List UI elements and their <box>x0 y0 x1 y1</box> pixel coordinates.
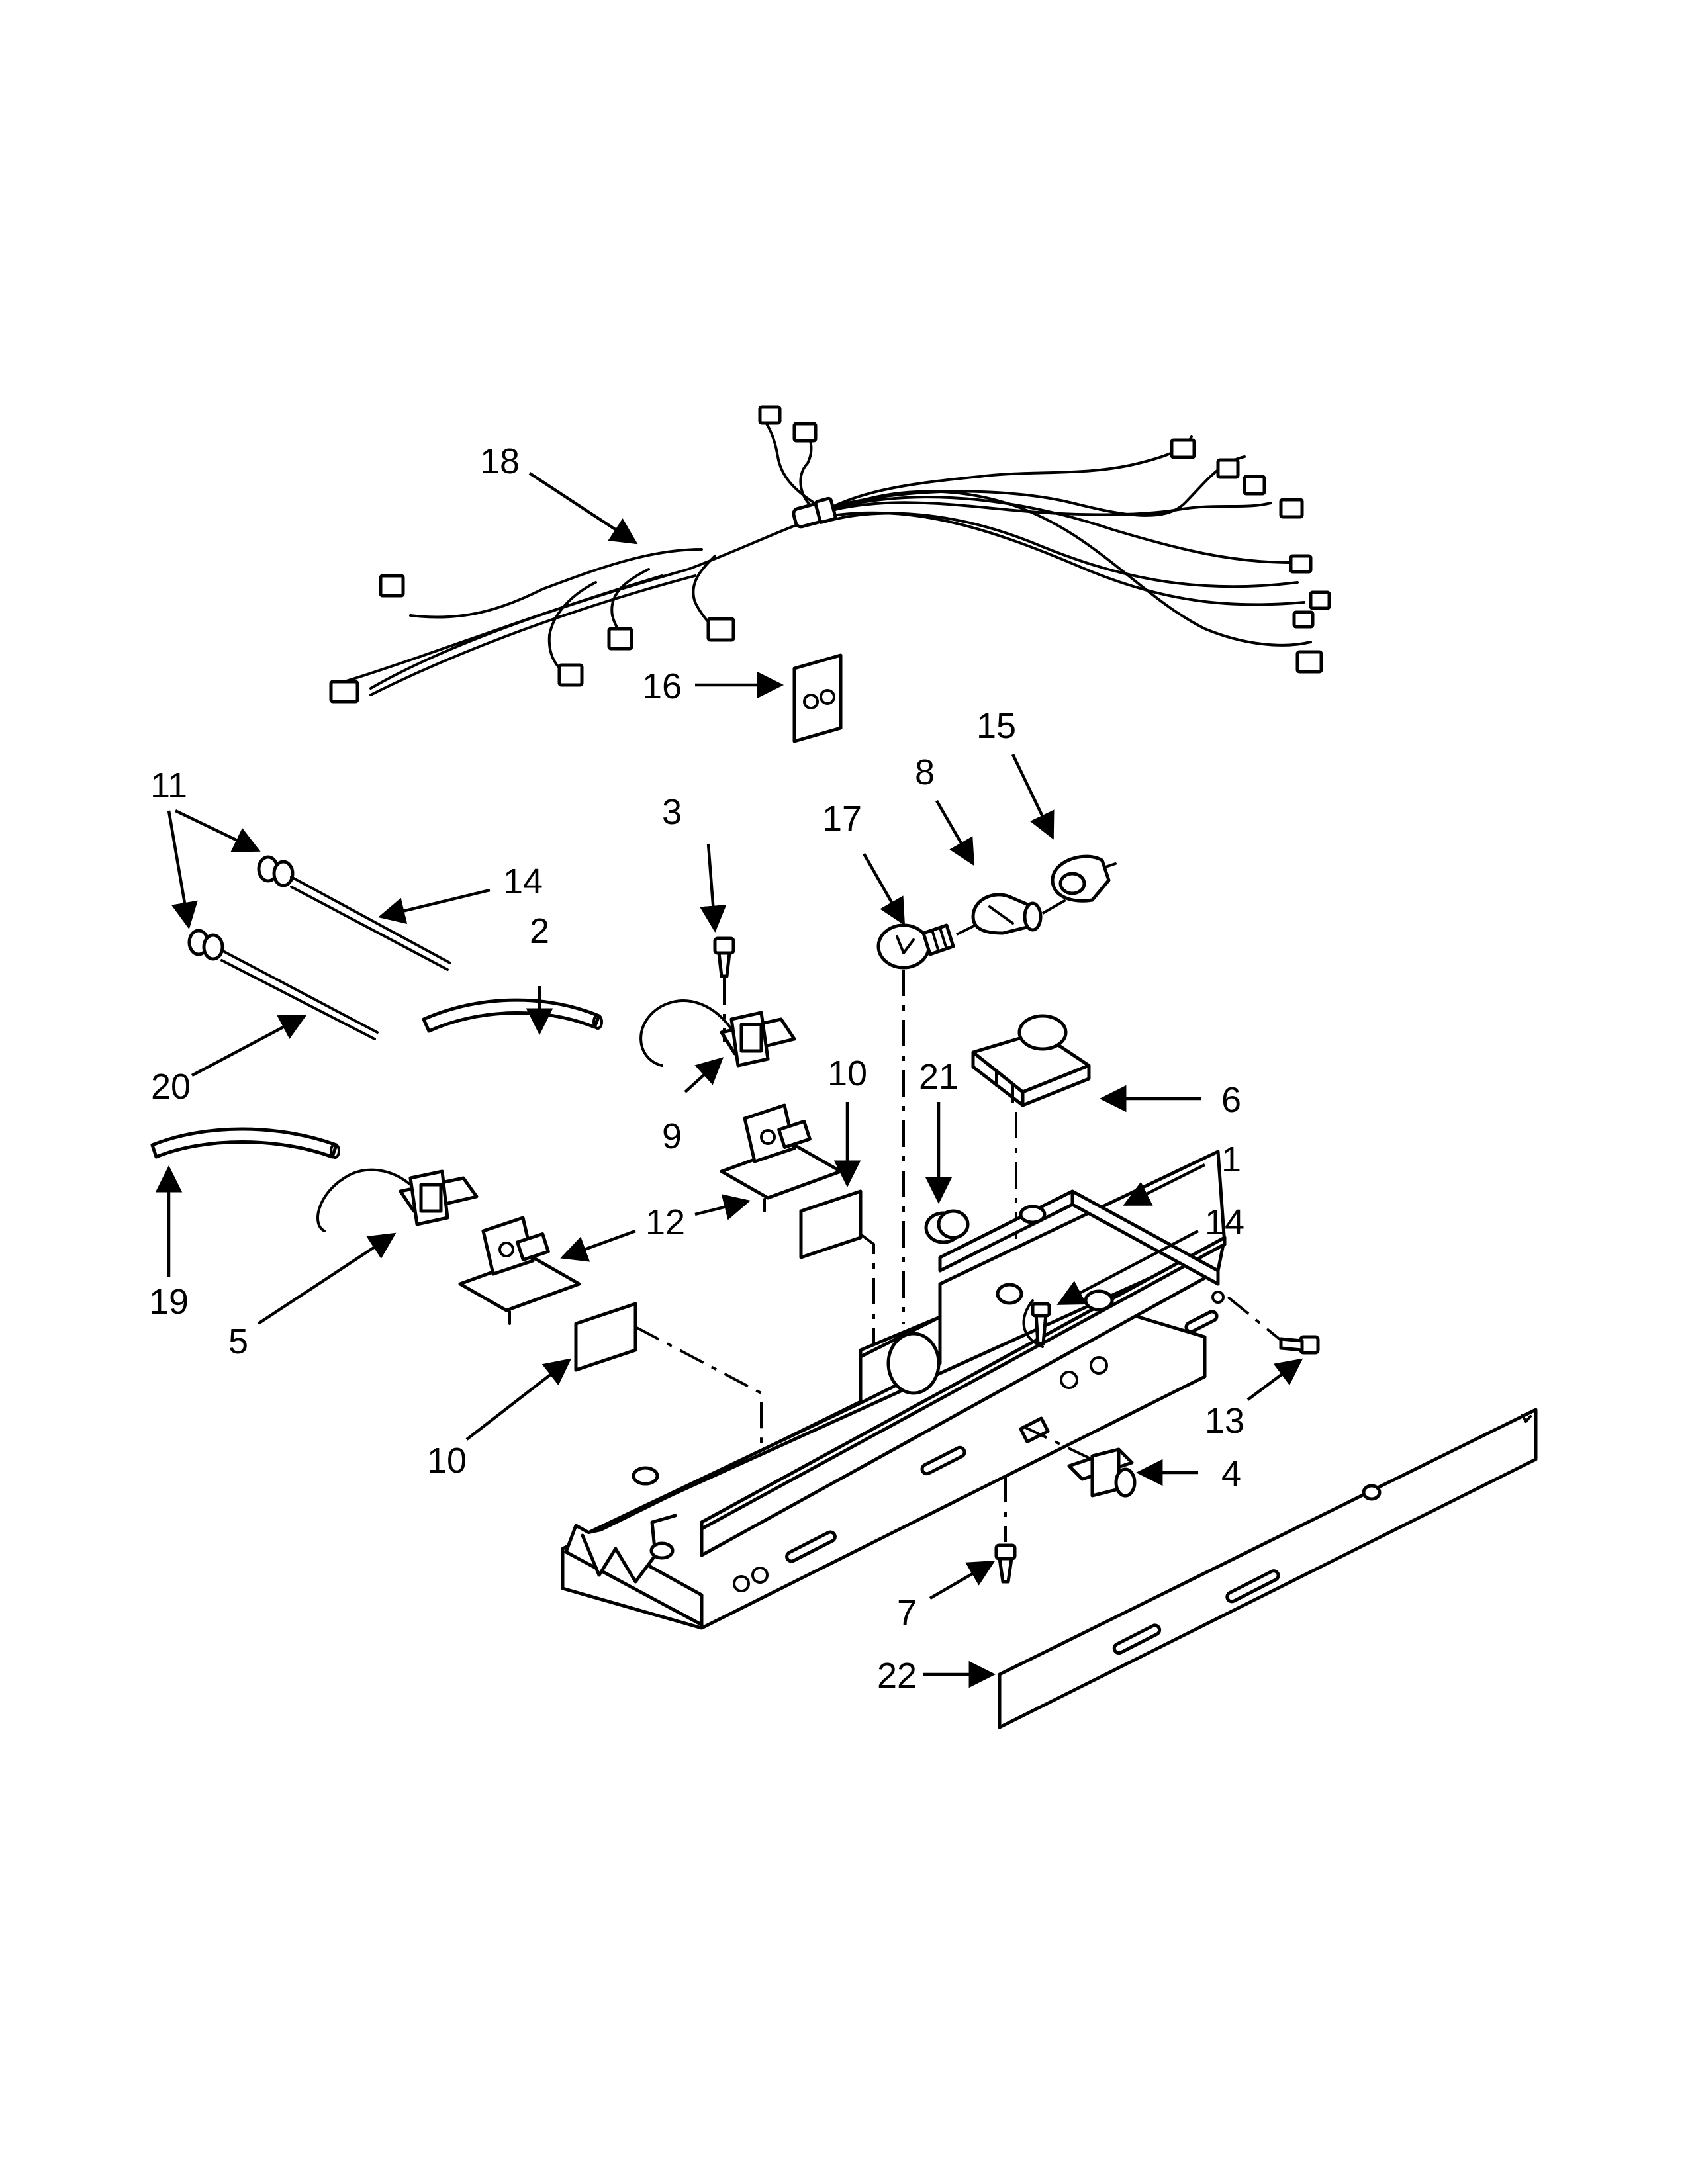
callout-22: 21 <box>919 1057 959 1097</box>
switch-4[interactable] <box>1067 1447 1137 1498</box>
callout-7: 7 <box>897 1593 917 1633</box>
sensor-tube-lower[interactable] <box>187 929 379 1040</box>
callout-21: 20 <box>151 1067 191 1107</box>
screw-15[interactable] <box>1022 1299 1051 1348</box>
switch-5[interactable] <box>316 1168 479 1232</box>
callout-10-upper: 10 <box>827 1054 867 1093</box>
control-panel-trim[interactable] <box>998 1408 1538 1729</box>
screw-3[interactable] <box>713 936 735 978</box>
grommet[interactable] <box>924 1209 970 1244</box>
callout-11: 11 <box>150 766 187 805</box>
control-housing[interactable] <box>561 1150 1227 1630</box>
label-10-lower[interactable] <box>574 1302 637 1372</box>
callout-16: 15 <box>976 706 1016 746</box>
callout-15: 14 <box>1205 1203 1244 1242</box>
switch-9[interactable] <box>639 999 796 1068</box>
switch-bracket-upper[interactable] <box>720 1103 843 1212</box>
callout-1: 1 <box>1221 1140 1241 1179</box>
callout-19: 18 <box>480 441 520 481</box>
switch-bracket-lower[interactable] <box>458 1216 581 1325</box>
callout-5: 5 <box>228 1322 248 1361</box>
light-bulb[interactable] <box>876 923 955 970</box>
callout-leaders <box>155 472 1303 1688</box>
callout-17: 16 <box>642 666 682 706</box>
control-module[interactable] <box>971 1014 1091 1107</box>
screw-13[interactable] <box>1279 1335 1320 1355</box>
lamp-housing[interactable] <box>1051 854 1117 903</box>
callout-23: 22 <box>877 1656 917 1696</box>
callout-13: 13 <box>1205 1401 1244 1441</box>
callout-2: 2 <box>530 911 549 951</box>
callout-labels: 18 16 11 14 2 3 17 8 15 20 9 21 10 6 1 1… <box>149 441 1244 1696</box>
hose-upper[interactable] <box>422 998 603 1033</box>
callout-14: 14 <box>503 862 543 901</box>
callout-20: 19 <box>149 1282 189 1322</box>
callout-12: 12 <box>645 1203 685 1242</box>
wire-harness[interactable] <box>329 405 1331 704</box>
callout-10-lower: 10 <box>427 1441 467 1480</box>
callout-9: 9 <box>662 1116 682 1156</box>
lamp-socket[interactable] <box>971 893 1043 935</box>
label-10-upper[interactable] <box>799 1189 863 1259</box>
callout-18: 17 <box>822 799 862 839</box>
callout-4: 4 <box>1221 1454 1241 1494</box>
hose-lower[interactable] <box>150 1127 340 1159</box>
callout-8: 8 <box>915 752 935 792</box>
callout-3: 3 <box>662 792 682 832</box>
screw-7[interactable] <box>994 1543 1017 1584</box>
harness-plate[interactable] <box>792 653 843 743</box>
callout-6: 6 <box>1221 1080 1241 1120</box>
sensor-tube-upper[interactable] <box>257 855 451 971</box>
